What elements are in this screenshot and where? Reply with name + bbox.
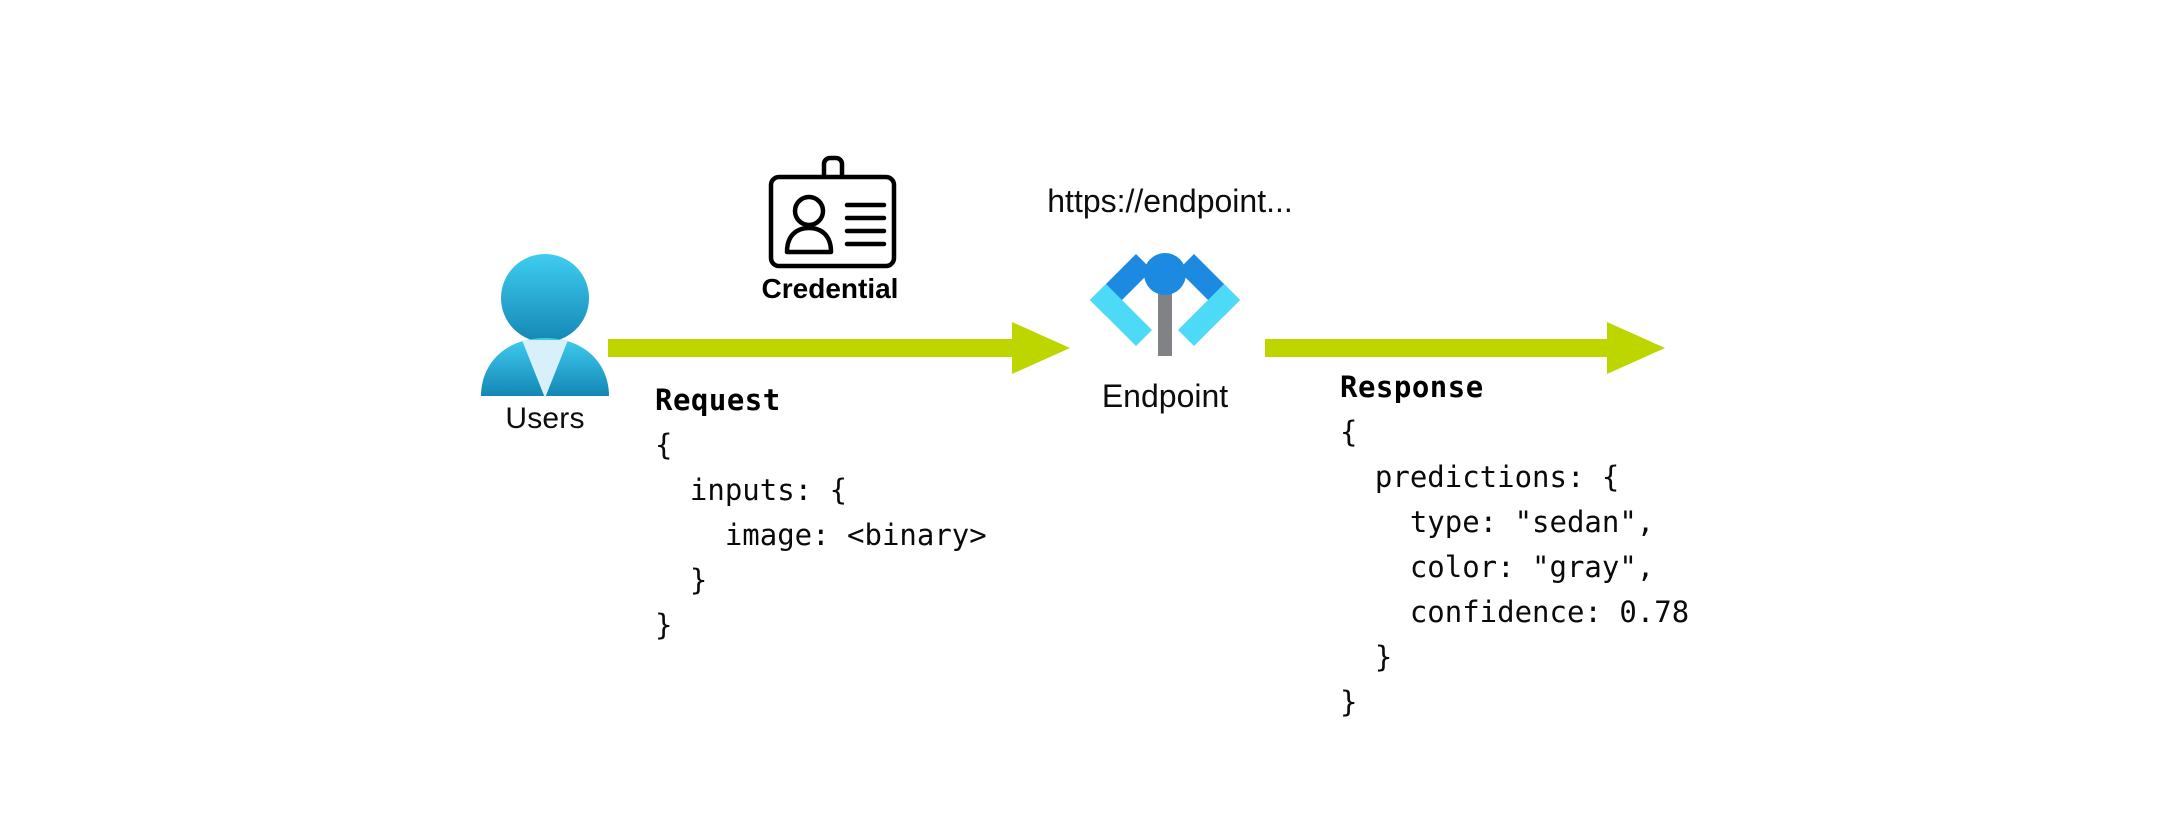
code-brackets-endpoint-icon <box>1080 248 1250 366</box>
users-node: Users <box>455 250 635 450</box>
user-avatar-icon <box>475 250 615 400</box>
credential-label: Credential <box>761 273 899 304</box>
request-title: Request <box>655 383 781 417</box>
users-label: Users <box>505 402 585 435</box>
request-payload: Request { inputs: { image: <binary> } } <box>655 378 987 648</box>
response-body: { predictions: { type: "sedan", color: "… <box>1340 415 1690 719</box>
request-arrow-icon <box>608 318 1070 378</box>
endpoint-label: Endpoint <box>1101 378 1229 414</box>
response-payload: Response { predictions: { type: "sedan",… <box>1340 365 1689 725</box>
request-body: { inputs: { image: <binary> } } <box>655 428 987 642</box>
id-badge-icon <box>765 155 900 270</box>
endpoint-url-label: https://endpoint... <box>1047 183 1293 219</box>
response-arrow-icon <box>1265 318 1665 378</box>
response-title: Response <box>1340 370 1484 404</box>
credential-node: Credential <box>745 155 915 320</box>
